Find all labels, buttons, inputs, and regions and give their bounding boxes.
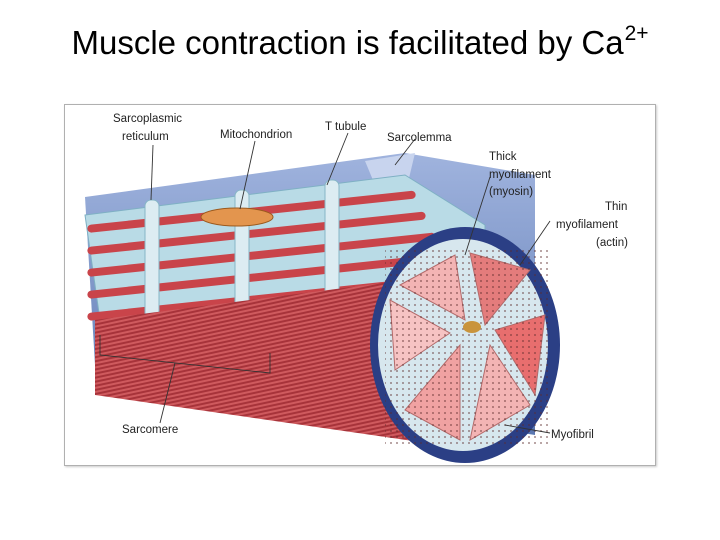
muscle-fiber-illustration: Sarcoplasmic reticulum Mitochondrion T t…	[84, 113, 628, 463]
label-myofibril: Myofibril	[551, 429, 594, 441]
label-sarcolemma: Sarcolemma	[387, 132, 452, 144]
label-thick-line3: (myosin)	[489, 186, 533, 198]
myofibril-cross-section	[370, 227, 560, 463]
title-text: Muscle contraction is facilitated by Ca	[71, 24, 624, 61]
label-sarcoplasmic-line1: Sarcoplasmic	[113, 113, 182, 125]
mitochondrion	[200, 207, 274, 227]
label-t-tubule: T tubule	[325, 121, 366, 133]
title-superscript: 2+	[624, 22, 649, 45]
slide-title: Muscle contraction is facilitated by Ca2…	[0, 22, 720, 62]
label-mitochondrion: Mitochondrion	[220, 129, 292, 141]
label-sarcoplasmic-line2: reticulum	[122, 131, 169, 143]
label-sarcomere: Sarcomere	[122, 424, 178, 436]
muscle-fiber-diagram: Sarcoplasmic reticulum Mitochondrion T t…	[64, 104, 656, 466]
label-thin-line1: Thin	[605, 201, 627, 213]
label-thin-line2: myofilament	[556, 219, 619, 231]
leader-lines	[99, 132, 551, 434]
label-thin-line3: (actin)	[596, 237, 628, 249]
label-thick-line2: myofilament	[489, 169, 552, 181]
label-thick-line1: Thick	[489, 151, 517, 163]
